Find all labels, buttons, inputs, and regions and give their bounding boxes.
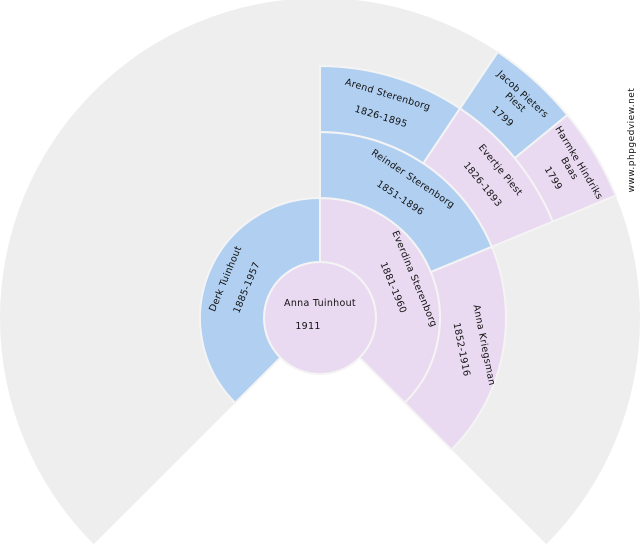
person-cell[interactable] xyxy=(513,113,617,223)
person-label: Anna Tuinhout 1911 xyxy=(284,298,356,332)
person-dates: 1911 xyxy=(295,321,320,332)
watermark: www.phpgedview.net xyxy=(627,87,637,193)
person-cell[interactable] xyxy=(199,196,321,405)
person-cell[interactable] xyxy=(403,245,507,451)
person-anna-kriegsman[interactable]: Anna Kriegsman1852-1916 xyxy=(403,245,507,451)
person-derk-tuinhout[interactable]: Derk Tuinhout1885-1957 xyxy=(199,196,321,405)
person-name: Anna Tuinhout xyxy=(284,298,356,309)
